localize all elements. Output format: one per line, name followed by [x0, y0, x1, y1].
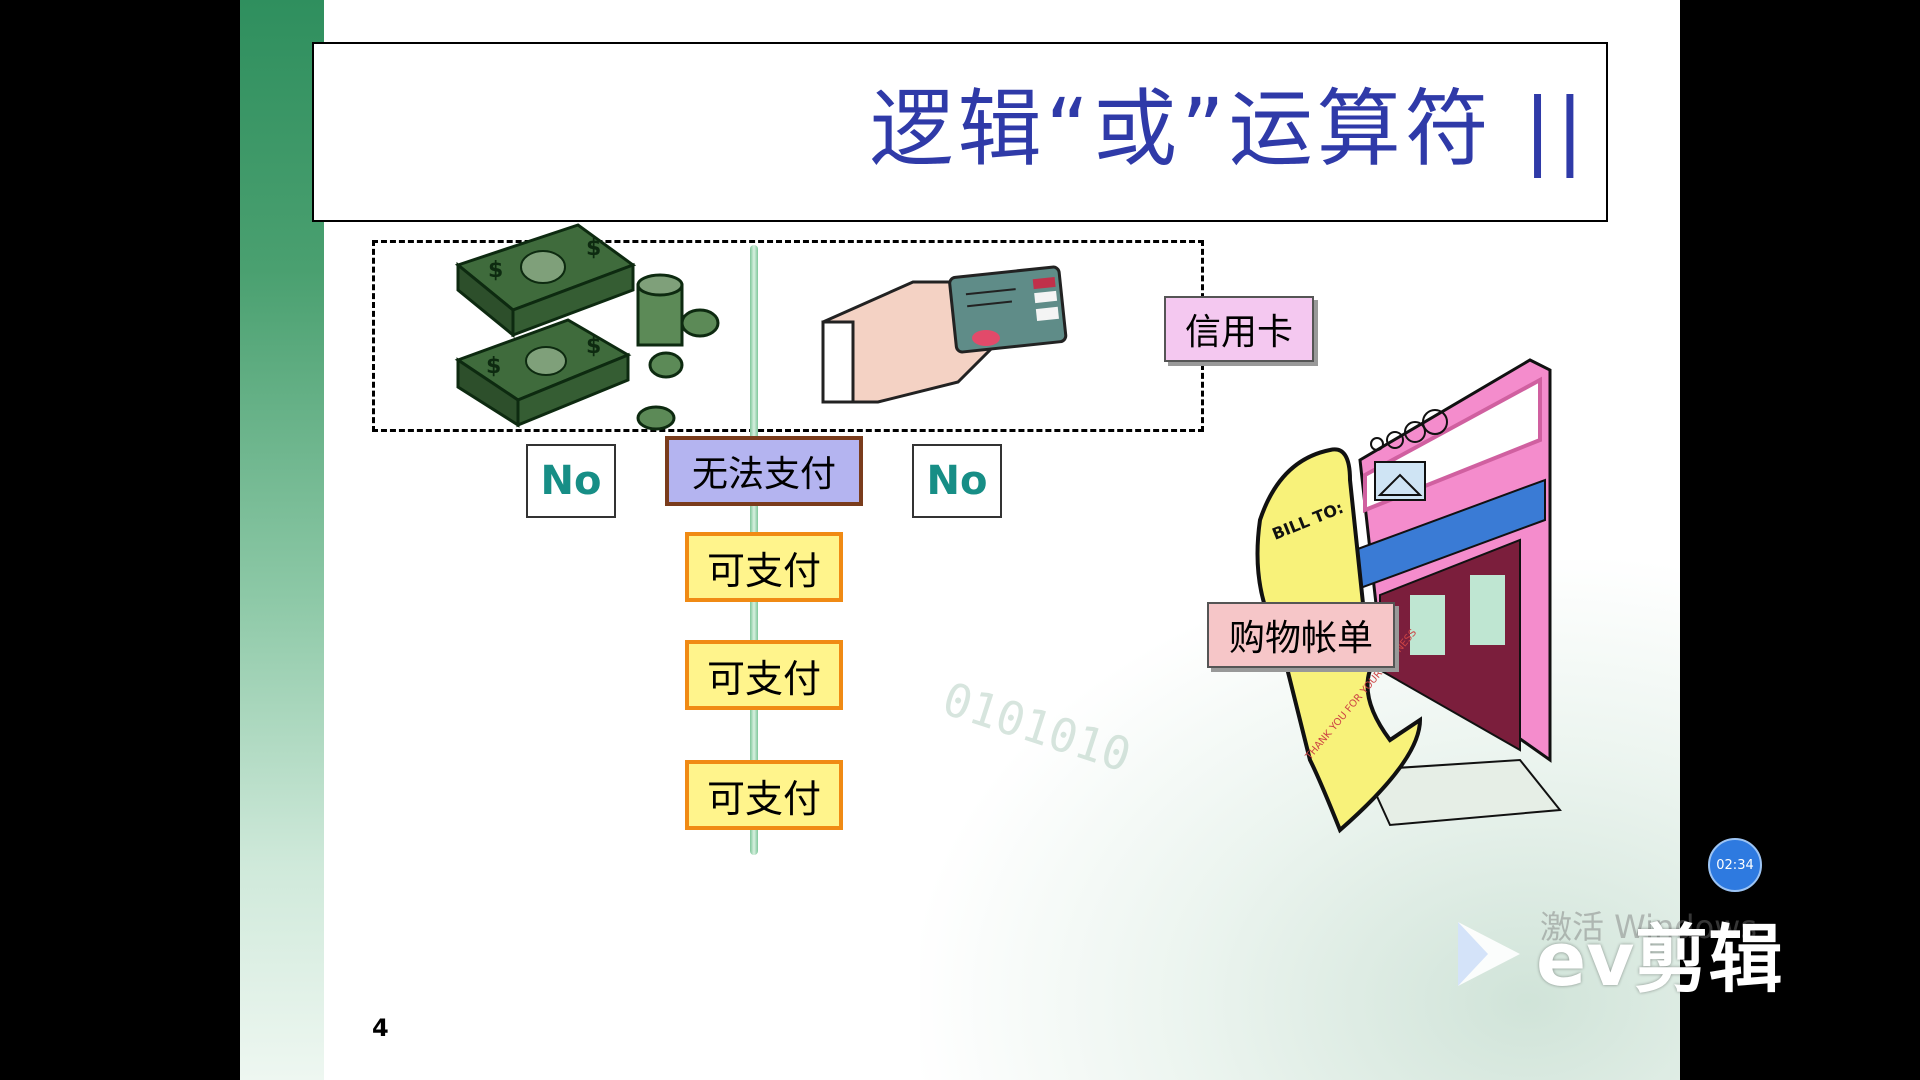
- payable-box-3: 可支付: [685, 760, 843, 830]
- credit-card-icon: [948, 265, 1068, 354]
- bill-stack-bottom: $ $: [454, 318, 632, 428]
- storefront: [1354, 358, 1562, 827]
- no-label-cash: No: [526, 444, 616, 518]
- payable-box-2: 可支付: [685, 640, 843, 710]
- shopping-bill-label: 购物帐单: [1207, 602, 1395, 668]
- page-title: 逻辑“或”运算符 ||: [869, 80, 1588, 178]
- svg-text:$: $: [586, 236, 601, 261]
- hanger-icon: [1377, 473, 1423, 496]
- slide-left-band: [240, 0, 324, 1080]
- activate-windows-text: 激活 Windows: [1540, 908, 1758, 946]
- recording-timer: 02:34: [1708, 838, 1762, 892]
- page-number: 4: [372, 1014, 389, 1042]
- svg-text:$: $: [488, 258, 503, 283]
- payable-box-1: 可支付: [685, 532, 843, 602]
- svg-text:$: $: [586, 334, 601, 359]
- svg-text:$: $: [486, 354, 501, 379]
- watermark-text: ev剪辑: [1536, 917, 1783, 1003]
- no-label-credit: No: [912, 444, 1002, 518]
- ev-watermark: ev剪辑: [1448, 900, 1782, 1007]
- bill-stack-top: $ $: [454, 223, 637, 339]
- play-logo-icon: [1458, 921, 1520, 986]
- coins: [636, 273, 720, 431]
- slide: 0101010 逻辑“或”运算符 || $ $ $ $: [240, 0, 1680, 1080]
- unable-to-pay-box: 无法支付: [665, 436, 863, 506]
- credit-card-label: 信用卡: [1164, 296, 1314, 362]
- money-clipart: $ $ $ $: [454, 223, 720, 431]
- shop-bill-clipart: BILL TO: THANK YOU FOR YOUR BUSINESS: [1255, 358, 1562, 834]
- hand-credit-card-clipart: [821, 265, 1068, 404]
- title-frame: 逻辑“或”运算符 ||: [312, 42, 1608, 222]
